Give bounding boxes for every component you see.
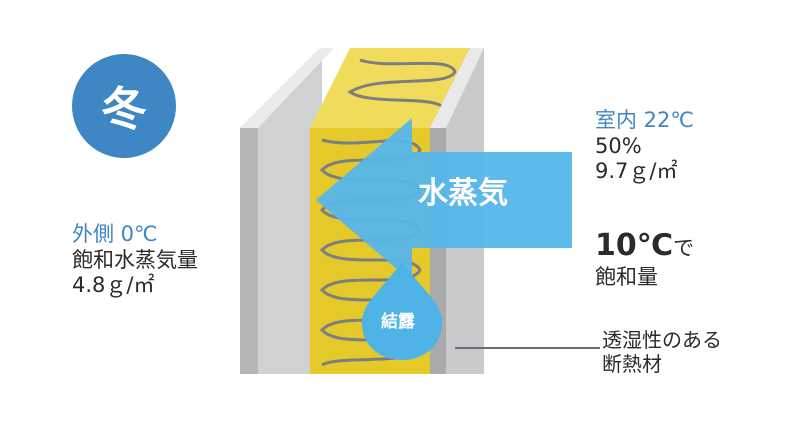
vapor-arrow [316, 118, 572, 282]
saturation-amount-label: 飽和量 [595, 264, 658, 289]
outside-title: 外側 0℃ [72, 222, 158, 246]
condensation-drop [361, 262, 443, 360]
inside-humidity: 50% [595, 133, 642, 158]
inside-label: 室内 22℃ 50% 9.7ｇ/㎡ [595, 108, 694, 185]
insulation-label-line2: 断熱材 [602, 352, 662, 377]
insulation-block [310, 48, 470, 128]
arrow-label: 水蒸気 [418, 176, 508, 211]
insulation-label-line1: 透湿性のある [602, 328, 722, 352]
outer-wall-face [240, 128, 258, 374]
outside-saturation-label: 飽和水蒸気量 [72, 247, 198, 272]
outside-label: 外側 0℃ 飽和水蒸気量 4.8ｇ/㎡ [72, 222, 198, 299]
outer-wall-top [240, 48, 334, 128]
insulation-fibers [319, 58, 457, 367]
season-badge: 冬 [72, 54, 176, 158]
saturation-note: 10℃で 飽和量 [595, 228, 694, 290]
condensation-label: 結露 [381, 312, 415, 332]
inside-title: 室内 22℃ [595, 108, 694, 132]
inner-wall-top [430, 48, 484, 128]
saturation-temp: 10℃ [595, 228, 674, 263]
outer-wall-panel [240, 48, 322, 374]
saturation-line: 10℃で [595, 228, 694, 265]
outside-saturation-value: 4.8ｇ/㎡ [72, 273, 155, 298]
inside-vapor-amount: 9.7ｇ/㎡ [595, 159, 678, 184]
saturation-suffix: で [673, 236, 695, 260]
insulation-label: 透湿性のある 断熱材 [602, 328, 722, 377]
